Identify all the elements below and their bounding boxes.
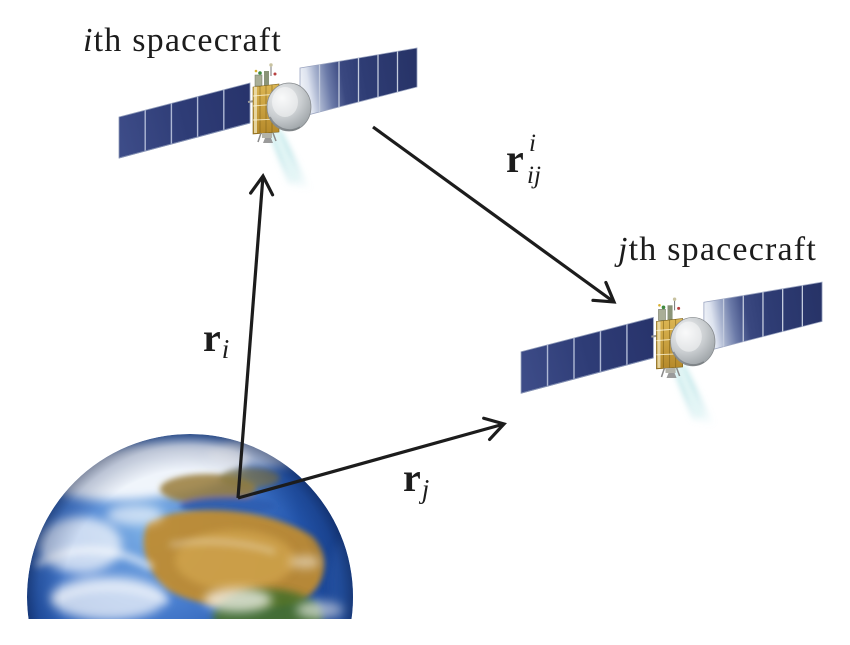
vector-ri-label: ri	[203, 315, 230, 364]
vector-rj-label: rj	[403, 455, 430, 504]
vector-rij-label: r i ij	[506, 130, 541, 189]
vector-rj-arrow	[237, 416, 507, 500]
spacecraft-j-index: j	[618, 231, 629, 268]
spacecraft-j-text: th spacecraft	[628, 231, 817, 268]
vectors	[236, 125, 617, 500]
vector-ri-arrow	[236, 172, 275, 499]
spacecraft-i-text: th spacecraft	[93, 22, 282, 59]
vector-rij-arrow	[372, 125, 617, 304]
earth-image	[0, 434, 430, 645]
spacecraft-j-label: jth spacecraft	[618, 233, 817, 267]
spacecraft-i-label: ith spacecraft	[83, 24, 282, 58]
spacecraft-i-index: i	[83, 22, 94, 59]
spacecraft-i-image	[119, 48, 417, 190]
spacecraft-j-image	[521, 282, 822, 425]
earth-crop-edge	[0, 619, 430, 645]
